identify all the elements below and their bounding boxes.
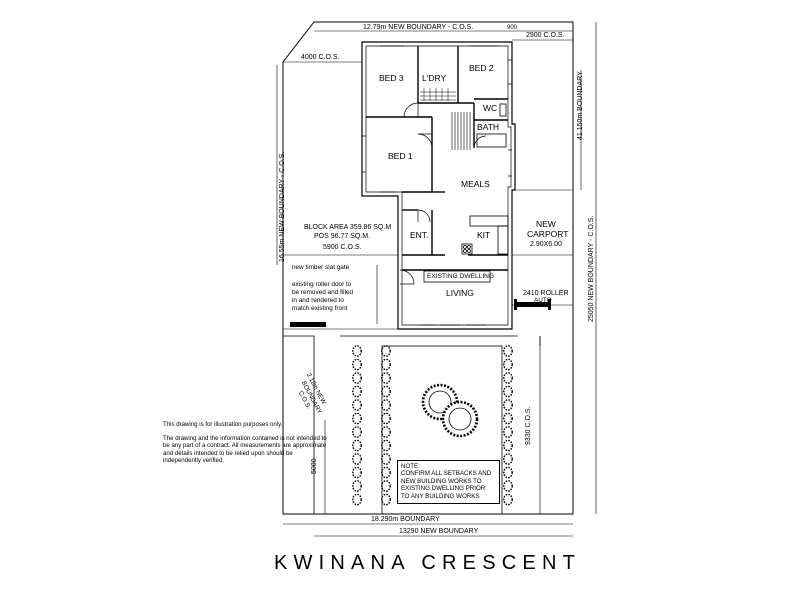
shrub <box>352 385 362 398</box>
note-line-4: TO ANY BUILDING WORKS <box>401 492 480 500</box>
roller-note-1: existing roller door to <box>292 281 352 288</box>
dim-900-label: 900 <box>507 25 518 31</box>
note-line-1: CONFIRM ALL SETBACKS AND <box>401 470 492 478</box>
kitchen-bench <box>461 215 509 255</box>
shrub <box>381 385 391 398</box>
note-line-3: EXISTING DWELLING PRIOR <box>401 485 486 493</box>
shrub <box>352 345 362 357</box>
right-boundary-25050-label: 25050 NEW BOUNDARY - C.O.S. <box>588 215 595 322</box>
existing-dwelling-box <box>423 270 491 283</box>
bottom-boundary-18-label: 18.290m BOUNDARY <box>371 516 440 523</box>
top-boundary-label: 12.79m NEW BOUNDARY - C.O.S. <box>363 24 474 31</box>
shrub <box>381 466 391 479</box>
house-outline <box>361 41 516 330</box>
room-bed3: BED 3 <box>379 73 404 83</box>
disclaimer-p1: This drawing is for illustration purpose… <box>163 421 283 428</box>
auto-label: AUTO <box>534 297 552 304</box>
shrub <box>352 399 362 411</box>
wc-pan <box>499 103 507 117</box>
door-swings <box>399 102 487 285</box>
right-boundary-41-label: 41.150m BOUNDARY <box>577 71 584 140</box>
left-boundary-16-label: 16.55m NEW BOUNDARY - C.O.S. <box>279 151 286 262</box>
shrub <box>352 439 362 452</box>
shrub <box>503 385 513 398</box>
room-bath: BATH <box>477 122 500 132</box>
roller-door-infill <box>290 322 326 327</box>
shrub <box>381 426 391 438</box>
shrub <box>352 426 362 438</box>
shrub <box>381 372 391 384</box>
note-title: NOTE: <box>401 463 420 470</box>
block-area-label: BLOCK AREA 359.86 SQ.M <box>304 224 392 231</box>
shrub <box>503 466 513 479</box>
shrub <box>352 480 362 492</box>
front-yard <box>283 335 541 515</box>
street-name: KWINANA CRESCENT <box>274 552 582 574</box>
roller-door-2410 <box>514 302 551 307</box>
shrub <box>503 480 513 492</box>
roller-note-3: in and rendered to <box>292 297 344 304</box>
disclaimer: This drawing is for illustration purpose… <box>163 421 328 471</box>
shrub <box>352 466 362 479</box>
dim-9330-label: 9330 C.O.S. <box>525 406 532 445</box>
bottom-boundary-13290-label: 13290 NEW BOUNDARY <box>399 528 479 535</box>
dim-4000-label: 4000 C.O.S. <box>301 54 340 61</box>
room-bed1: BED 1 <box>388 151 413 161</box>
dim-2900-label: 2900 C.O.S. <box>526 32 565 39</box>
shrub <box>352 372 362 384</box>
bath-tub <box>476 133 507 148</box>
carport-size-label: 2.90X6.00 <box>530 241 562 248</box>
roller-note-2: be removed and filled <box>292 289 354 296</box>
note-line-2: NEW BUILDING WORKS TO <box>401 477 482 485</box>
shrub <box>381 345 391 357</box>
shrub <box>352 412 362 425</box>
room-ldry: L'DRY <box>422 73 447 83</box>
shrub <box>381 399 391 411</box>
room-wc: WC <box>483 103 498 113</box>
shrub <box>381 358 391 371</box>
shrub <box>503 372 513 384</box>
new-carport-label: NEW <box>536 219 556 229</box>
shrub <box>381 412 391 425</box>
shrub <box>503 399 513 411</box>
tree-rows <box>352 345 513 506</box>
shrub <box>503 358 513 371</box>
shrub <box>503 412 513 425</box>
laundry-hatch <box>420 88 456 101</box>
shrub <box>352 493 362 506</box>
room-ent: ENT. <box>410 230 429 240</box>
roller-2410-label: 2410 ROLLER <box>523 290 569 297</box>
room-bed2: BED 2 <box>469 63 494 73</box>
roller-note-4: match existing front <box>292 305 348 312</box>
passage-hatch <box>451 112 471 150</box>
feature-tree <box>421 383 479 438</box>
shrub <box>381 453 391 465</box>
dim-5900-label: 5900 C.O.S. <box>323 244 362 251</box>
shrub <box>503 493 513 506</box>
shrub <box>352 358 362 371</box>
gate-label: new timber slat gate <box>292 264 350 271</box>
existing-dwelling-label: EXISTING DWELLING <box>427 273 495 280</box>
shrub <box>381 493 391 506</box>
shrub <box>503 426 513 438</box>
shrub <box>503 453 513 465</box>
new-carport-label-2: CARPORT <box>527 229 569 239</box>
shrub <box>381 480 391 492</box>
pos-label: POS 96.77 SQ.M. <box>314 233 371 240</box>
room-kit: KIT <box>477 230 491 240</box>
shrub <box>503 345 513 357</box>
shrub <box>352 453 362 465</box>
room-meals: MEALS <box>461 179 490 189</box>
disclaimer-p2: The drawing and the information containe… <box>163 434 327 465</box>
room-living: LIVING <box>446 288 474 298</box>
shrub <box>503 439 513 452</box>
interior-walls <box>366 46 508 271</box>
shrub <box>381 439 391 452</box>
setback-note: NOTE: CONFIRM ALL SETBACKS AND NEW BUILD… <box>397 460 500 504</box>
windows <box>362 41 512 326</box>
